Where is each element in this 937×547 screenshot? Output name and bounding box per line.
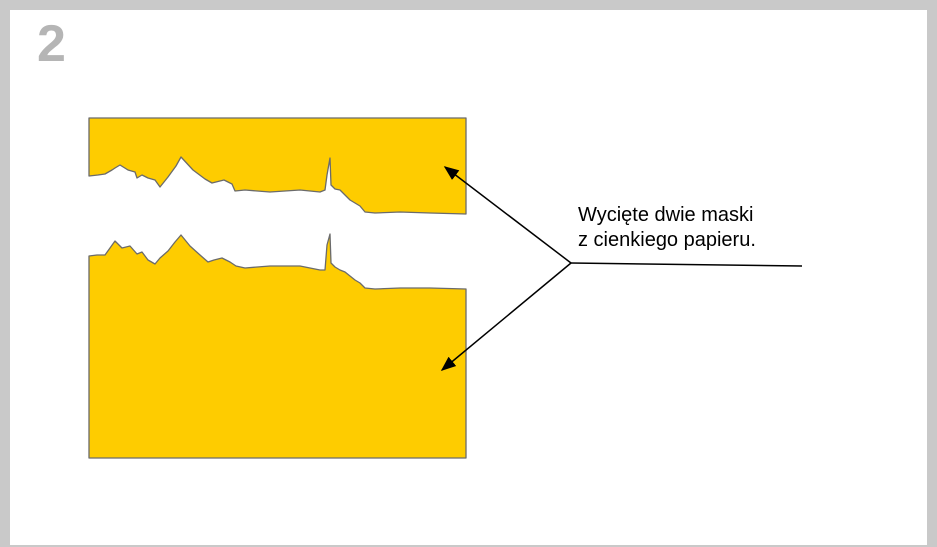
caption-line-2: z cienkiego papieru. <box>578 229 756 251</box>
arrow-to-upper-mask <box>443 166 572 264</box>
caption-underline <box>570 262 803 267</box>
caption-line-1: Wycięte dwie maski <box>578 204 754 226</box>
upper-paper-mask <box>88 117 467 215</box>
lower-paper-mask <box>88 233 467 459</box>
caption: Wycięte dwie maski z cienkiego papieru. <box>578 203 756 253</box>
arrow-to-lower-mask <box>440 262 572 371</box>
step-number: 2 <box>37 15 66 73</box>
